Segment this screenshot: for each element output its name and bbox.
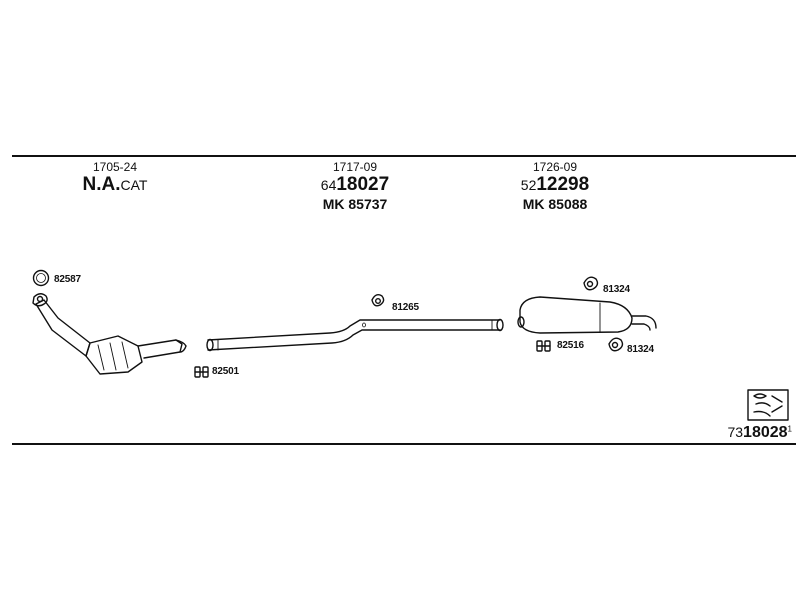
part-label-81324-bottom: 81324 [627, 344, 654, 355]
column-catalyst: 1705-24 N.A.CAT [70, 160, 160, 196]
bottom-rule [12, 443, 796, 445]
column-middle-pipe: 1717-09 6418027 MK 85737 [305, 160, 405, 213]
gasket-ring-82587 [32, 269, 50, 287]
part-label-82587: 82587 [54, 274, 81, 285]
part-label-82516: 82516 [557, 340, 584, 351]
hanger-82516 [536, 340, 551, 352]
column-mk: MK 85088 [522, 196, 588, 212]
rear-silencer [517, 296, 657, 334]
column-code: 5212298 [520, 174, 590, 195]
top-rule [12, 155, 796, 157]
flange-icon [32, 293, 48, 307]
part-label-81265: 81265 [392, 302, 419, 313]
column-rear-silencer: 1726-09 5212298 MK 85088 [505, 160, 605, 213]
exhaust-logo-icon [747, 389, 789, 421]
part-label-82501: 82501 [212, 366, 239, 377]
part-label-81324-top: 81324 [603, 284, 630, 295]
rubber-mount-81324-top [583, 276, 599, 291]
intermediate-pipe [206, 318, 504, 352]
column-mk: MK 85737 [322, 196, 388, 212]
column-code: N.A.CAT [82, 174, 148, 195]
rubber-mount-81324-bottom [608, 337, 624, 352]
diagram-number: 73180281 [727, 424, 792, 441]
column-ref: 1726-09 [532, 160, 578, 174]
column-code: 6418027 [320, 174, 390, 195]
catalytic-converter [35, 299, 187, 375]
clamp-81265 [371, 293, 385, 307]
column-ref: 1717-09 [332, 160, 378, 174]
hanger-82501 [194, 366, 209, 378]
column-ref: 1705-24 [92, 160, 138, 174]
